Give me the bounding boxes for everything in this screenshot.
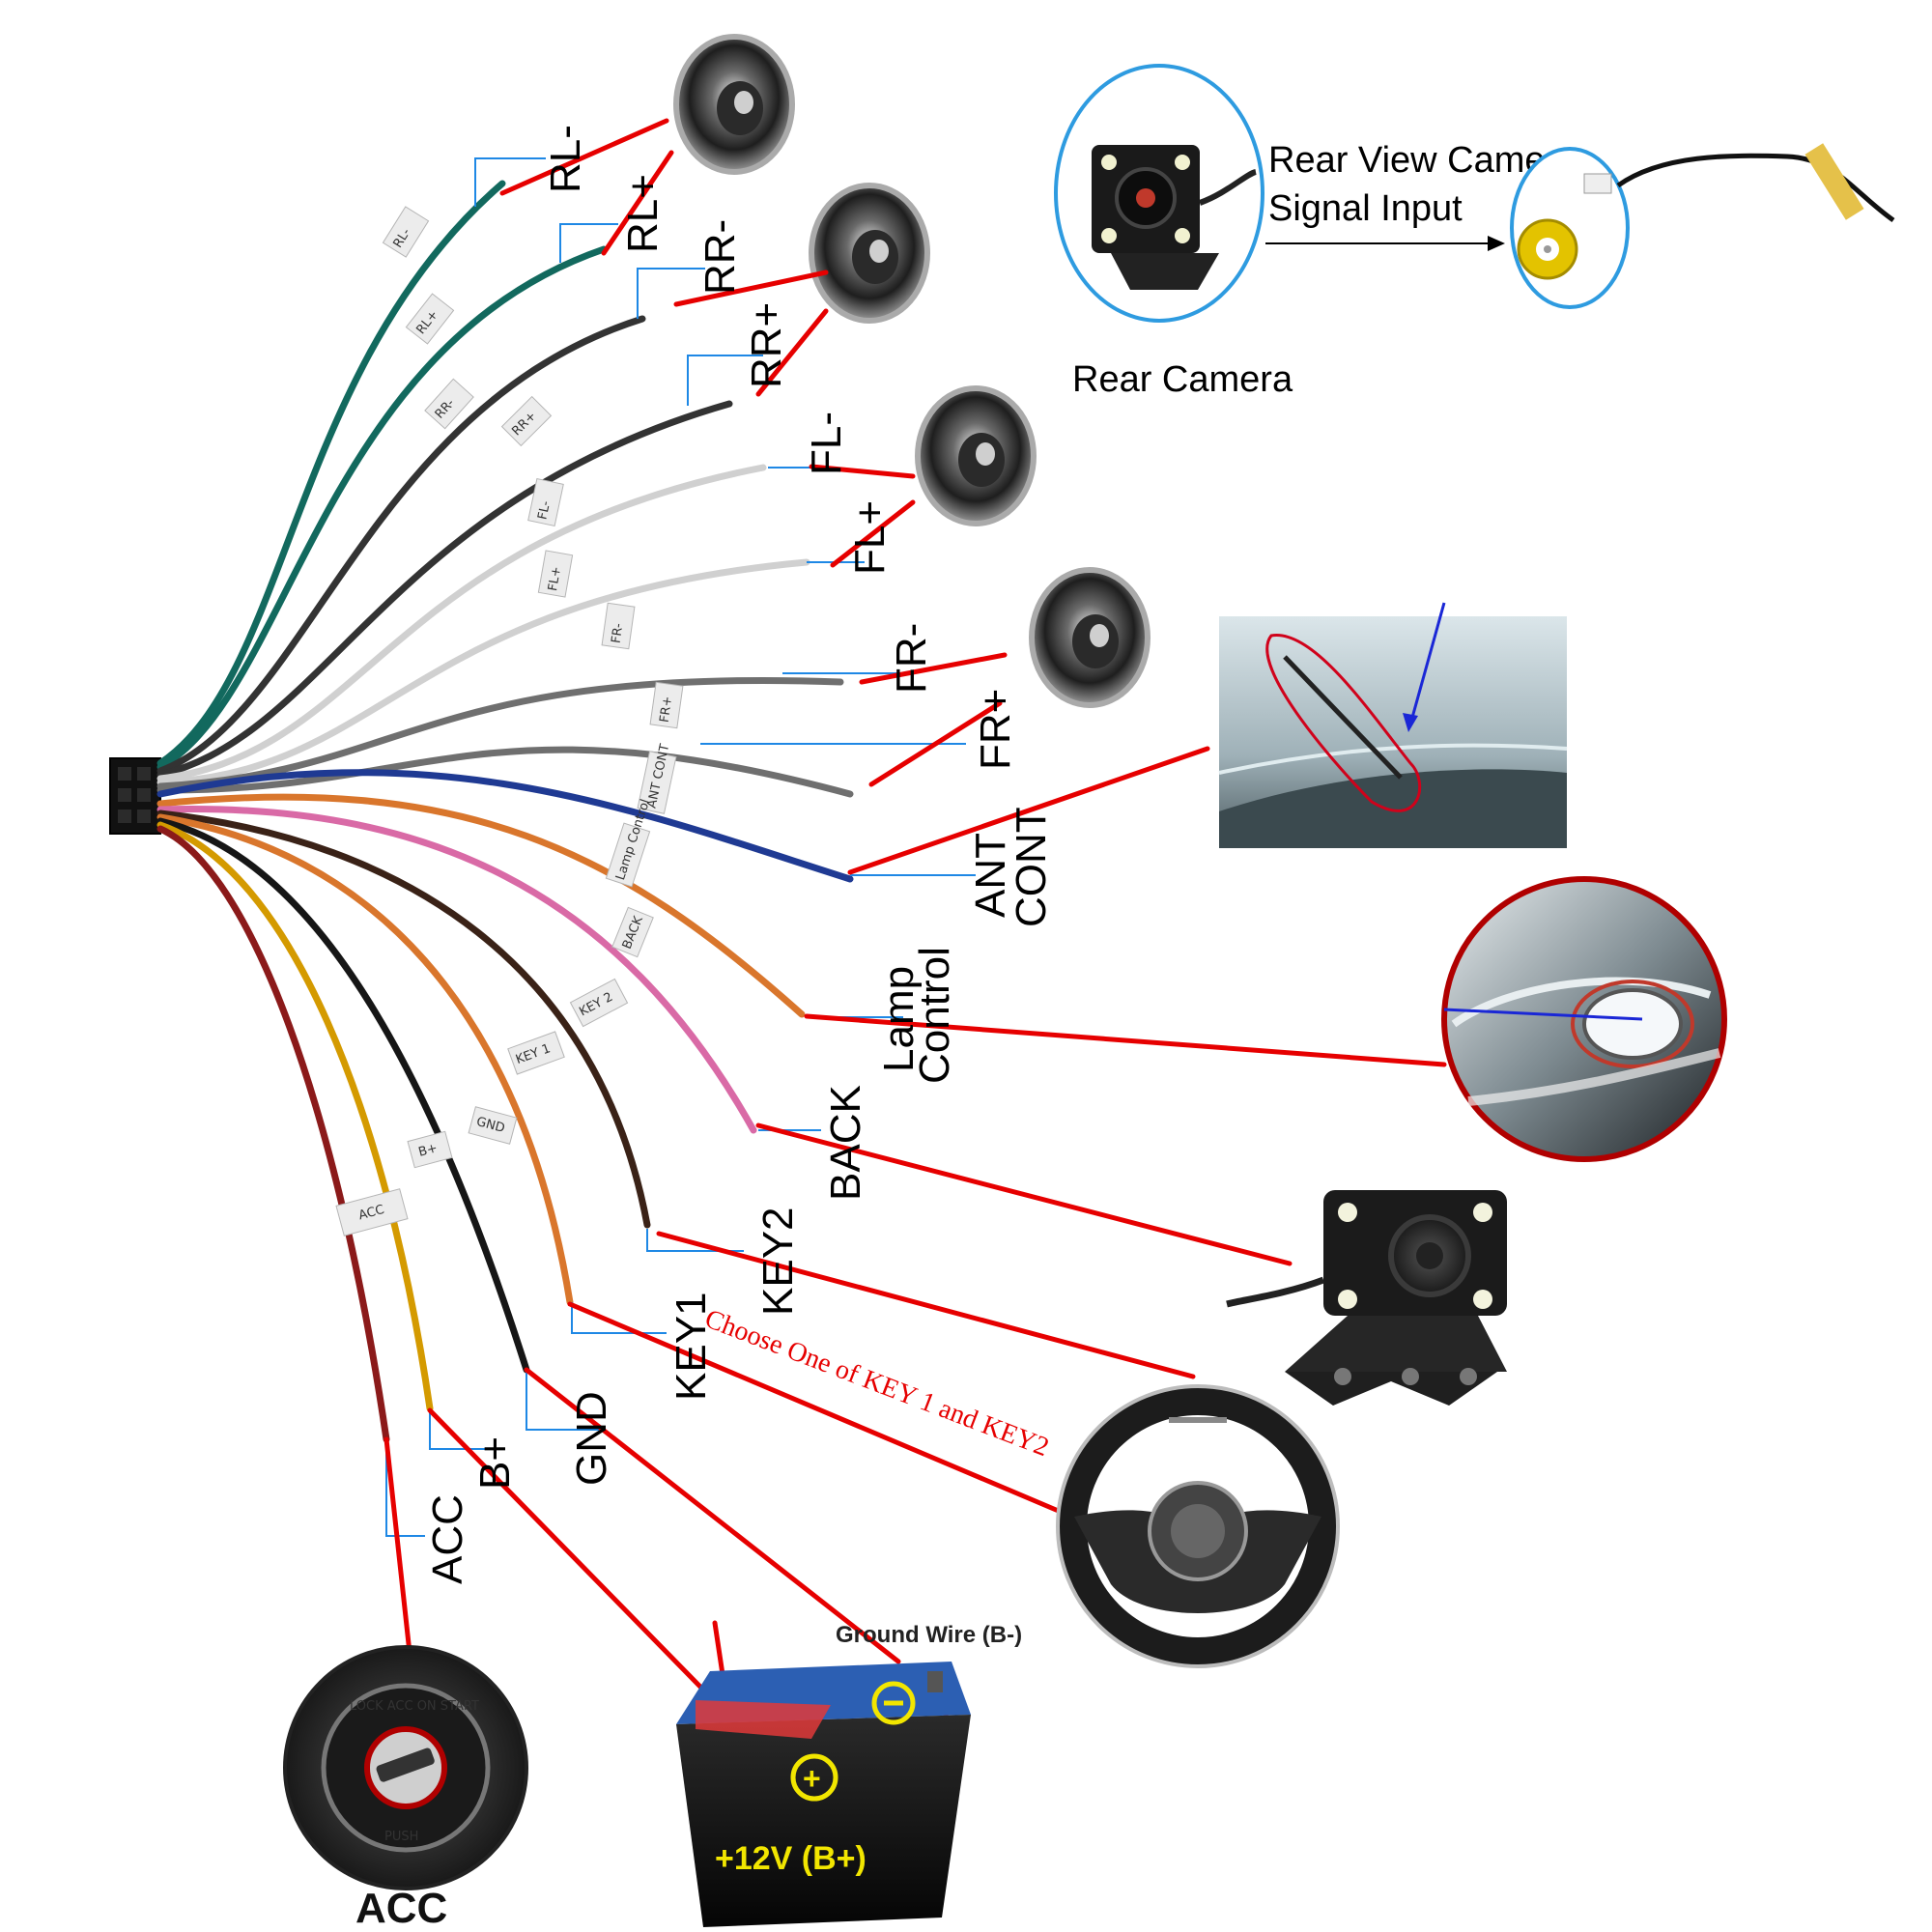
steering-wheel-icon xyxy=(1056,1384,1340,1668)
label-gnd: GND xyxy=(568,1391,615,1486)
label-acc: ACC xyxy=(424,1494,471,1584)
backup-camera-icon xyxy=(1226,1190,1507,1406)
rear-camera-panel: Rear Camera Rear View Camera Signal Inpu… xyxy=(1054,64,1895,400)
speaker-rr-icon xyxy=(809,183,930,324)
ignition-caption: ACC xyxy=(355,1885,447,1932)
label-fr-minus: FR- xyxy=(888,623,935,694)
camera-signal-line2: Signal Input xyxy=(1268,188,1463,229)
label-bplus: B+ xyxy=(471,1436,519,1490)
tag-back: BACK xyxy=(611,906,654,958)
tag-gnd-text: GND xyxy=(475,1115,507,1136)
label-back: BACK xyxy=(822,1085,869,1201)
ignition-push-text: PUSH xyxy=(384,1830,418,1844)
speaker-fl-icon xyxy=(915,385,1037,526)
label-rr-minus: RR- xyxy=(696,219,744,295)
battery-plus-icon: + xyxy=(803,1761,821,1796)
rear-camera-caption: Rear Camera xyxy=(1072,359,1293,400)
headlamp-photo-icon xyxy=(1441,876,1727,1162)
rca-connector-icon xyxy=(1517,143,1895,280)
wire-fr-plus xyxy=(156,746,854,798)
label-rl-minus: RL- xyxy=(542,125,589,193)
wire-ant-cont xyxy=(156,769,854,883)
label-ant: ANT xyxy=(967,833,1014,918)
label-fl-plus: FL+ xyxy=(846,500,894,575)
label-control: Control xyxy=(911,947,958,1084)
tag-gnd: GND xyxy=(468,1106,518,1145)
wire-back xyxy=(156,806,757,1134)
tag-fl-minus-text: FL- xyxy=(535,499,554,521)
wires xyxy=(156,180,854,1443)
wire-fl-plus xyxy=(156,558,810,786)
tag-fr-minus: FR- xyxy=(601,602,636,650)
speaker-fr-icon xyxy=(1029,567,1151,708)
wire-acc xyxy=(156,825,390,1443)
tag-key2: KEY 2 xyxy=(569,978,629,1028)
tag-fr-plus: FR+ xyxy=(649,681,684,729)
tag-bplus-text: B+ xyxy=(417,1141,440,1160)
wire-key2 xyxy=(156,810,651,1229)
wire-key1 xyxy=(156,813,574,1306)
tag-key1: KEY 1 xyxy=(507,1031,565,1075)
wire-fl-minus xyxy=(156,464,767,782)
antenna-highlight xyxy=(1265,634,1422,812)
wire-tags: RL- RL+ RR- RR+ FL- FL+ FR- FR+ xyxy=(335,206,684,1236)
tag-rr-plus: RR+ xyxy=(500,395,553,447)
battery-icon: Ground Wire (B-) + +12V (B+) xyxy=(676,1622,1022,1927)
tag-rl-plus: RL+ xyxy=(405,293,455,345)
red-connection-lines xyxy=(384,118,1447,1785)
label-lamp: Lamp xyxy=(875,966,923,1072)
tag-fl-plus-text: FL+ xyxy=(546,565,564,592)
wire-rl-plus xyxy=(156,245,608,771)
ground-wire-caption: Ground Wire (B-) xyxy=(836,1622,1022,1648)
tag-acc-text: ACC xyxy=(357,1203,386,1223)
tag-fr-minus-text: FR- xyxy=(610,622,627,644)
label-fl-minus: FL- xyxy=(803,412,850,475)
rear-camera-icon xyxy=(1092,145,1257,290)
wire-gnd xyxy=(156,817,530,1374)
tag-acc: ACC xyxy=(335,1188,409,1236)
tag-rr-minus: RR- xyxy=(424,378,474,430)
wire-lamp-control xyxy=(156,793,806,1018)
wire-rr-plus xyxy=(156,400,733,779)
antenna-photo xyxy=(1218,602,1568,848)
label-key1: KEY1 xyxy=(668,1292,715,1401)
tag-rl-minus: RL- xyxy=(382,206,430,258)
speaker-rl-icon xyxy=(673,34,795,175)
battery-voltage-label: +12V (B+) xyxy=(715,1840,867,1877)
wire-bplus xyxy=(156,821,434,1412)
label-rr-plus: RR+ xyxy=(743,302,790,388)
ignition-ring-text: LOCK ACC ON START xyxy=(350,1699,479,1714)
tag-ant-cont: ANT CONT xyxy=(637,743,677,814)
label-fr-plus: FR+ xyxy=(972,689,1019,770)
label-cont: CONT xyxy=(1008,807,1055,927)
label-key2: KEY2 xyxy=(754,1207,802,1316)
tag-bplus: B+ xyxy=(407,1130,453,1169)
tag-fr-plus-text: FR+ xyxy=(658,696,676,724)
label-rl-plus: RL+ xyxy=(619,174,667,253)
wire-rr-minus xyxy=(156,315,646,775)
harness-connector xyxy=(109,757,161,835)
tag-fl-minus: FL- xyxy=(527,477,564,527)
ignition-switch-icon: LOCK ACC ON START PUSH xyxy=(283,1645,528,1890)
wire-rl-minus xyxy=(156,180,506,767)
tag-fl-plus: FL+ xyxy=(537,550,574,598)
wire-labels: RL- RL+ RR- RR+ FL- FL+ FR- FR+ ANT CONT… xyxy=(424,125,1055,1584)
